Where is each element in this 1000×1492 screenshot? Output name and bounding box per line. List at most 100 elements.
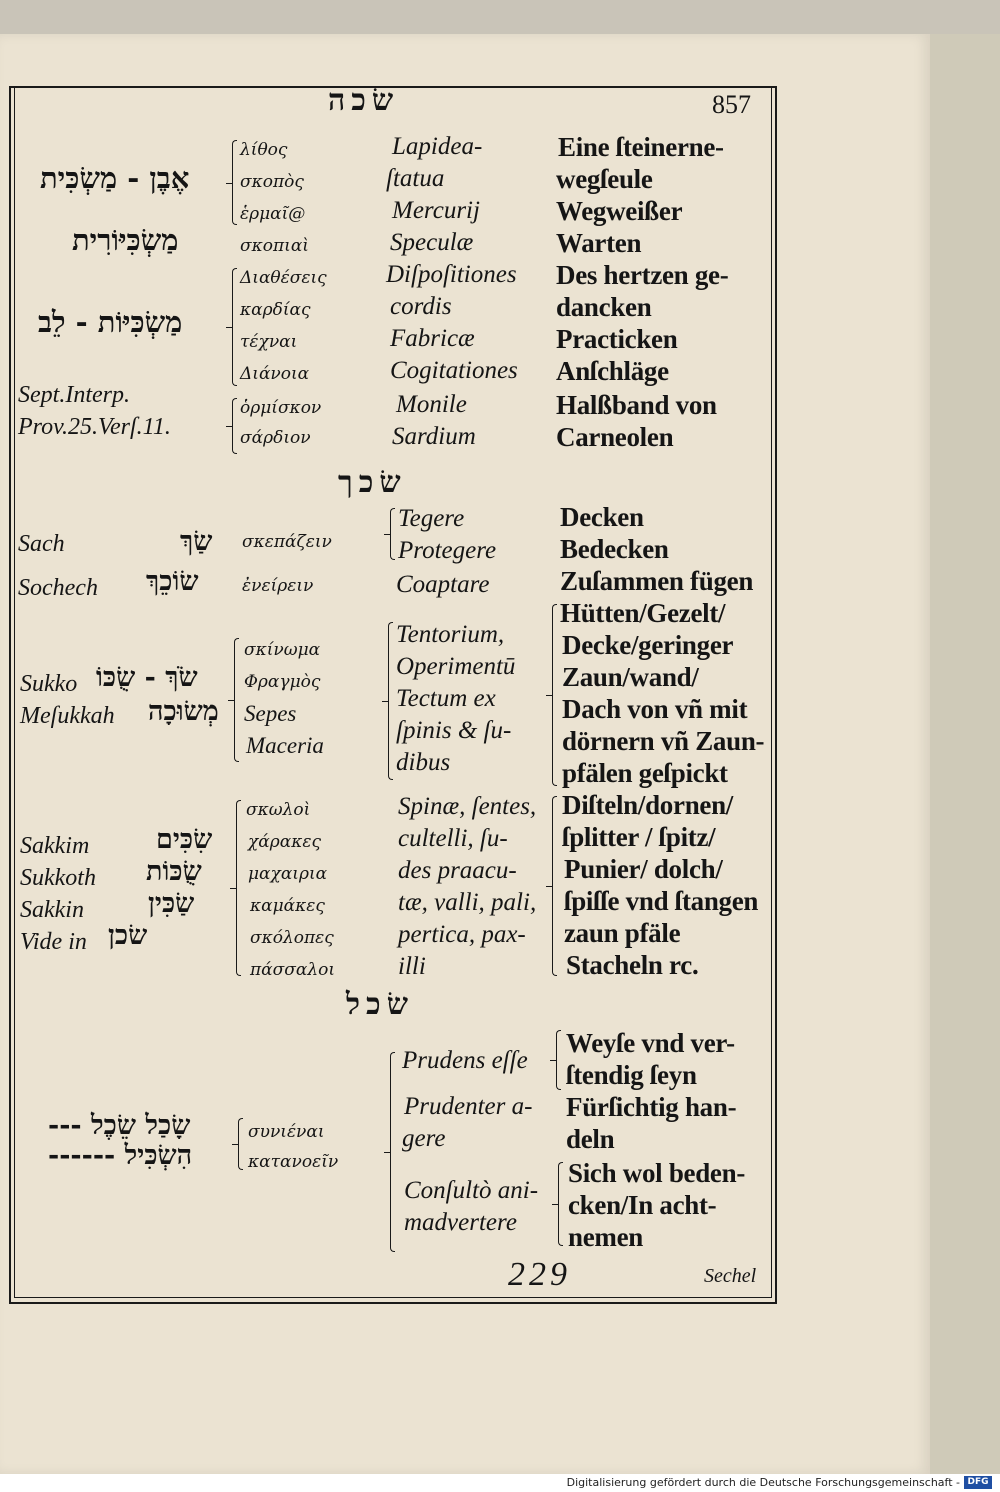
greek-term: κατανοεῖν xyxy=(248,1152,339,1172)
latin-term: Fabricæ xyxy=(390,325,475,352)
transliteration: Sakkim xyxy=(20,833,90,859)
latin-term: Tectum ex xyxy=(396,685,496,712)
latin-term: Operimentū xyxy=(396,653,516,680)
latin-term: Diſpoſitiones xyxy=(386,261,517,288)
brace xyxy=(546,604,557,786)
greek-term: Διαθέσεις xyxy=(240,268,327,288)
dfg-logo-icon: DFG xyxy=(964,1476,992,1489)
greek-term: σάρδιον xyxy=(240,428,311,448)
latin-term: Protegere xyxy=(398,537,497,564)
hebrew-headword: שַׂךְ xyxy=(180,526,213,557)
hebrew-headword: אֶבֶן - מַשְׂכִּית xyxy=(40,161,190,195)
german-term: pfälen geſpickt xyxy=(562,758,728,788)
latin-term: madvertere xyxy=(404,1209,517,1236)
hebrew-headword: שַׂכִּין xyxy=(148,888,195,919)
transliteration: Sukko xyxy=(20,671,78,697)
latin-term: cultelli, ſu- xyxy=(398,825,508,852)
brace xyxy=(226,398,237,454)
greek-term: ὁρμίσκον xyxy=(240,398,322,418)
german-term: Dach von vñ mit xyxy=(562,694,748,724)
german-term: Anſchläge xyxy=(556,356,669,386)
section-heading: שׂכך xyxy=(338,465,407,500)
brace xyxy=(546,796,557,976)
hebrew-headword: שִׂכִּים xyxy=(156,824,213,855)
cross-reference: Vide in xyxy=(20,929,87,955)
running-head: שׂכה xyxy=(328,83,400,118)
transliteration: Meſukkah xyxy=(20,703,115,729)
hebrew-headword: מַשְׂכִּיּוֹרִית xyxy=(72,223,179,257)
german-term: Bedecken xyxy=(560,534,669,564)
transliteration: Sochech xyxy=(18,575,98,601)
brace xyxy=(384,1052,395,1252)
hebrew-headword: שֹׂךְ - שֻׂכּוֹ xyxy=(96,662,198,693)
latin-term: Conſultò ani- xyxy=(404,1177,539,1204)
latin-term: tæ, valli, pali, xyxy=(398,889,537,916)
latin-term: ſtatua xyxy=(386,165,445,192)
greek-term: ἑρμαῖ@ xyxy=(240,204,306,224)
brace xyxy=(382,622,393,780)
latin-term: Sardium xyxy=(392,423,476,450)
hebrew-headword: שׂוֹכֵךְ xyxy=(146,566,199,597)
greek-term: συνιέναι xyxy=(248,1122,325,1142)
german-term: Warten xyxy=(556,228,642,258)
latin-term: Mercurij xyxy=(392,197,480,224)
latin-term: ſpinis & ſu- xyxy=(396,717,512,744)
latin-term: Spinæ, ſentes, xyxy=(398,793,537,820)
transliteration: Sakkin xyxy=(20,897,84,923)
latin-term: Tentorium, xyxy=(396,621,505,648)
german-term: Eine ſteinerne- xyxy=(558,132,724,162)
catchword: Sechel xyxy=(704,1265,757,1287)
german-term: Stacheln rc. xyxy=(566,950,699,980)
greek-term: σκεπάζειν xyxy=(242,532,332,552)
german-term: cken/In acht- xyxy=(568,1190,717,1220)
greek-term: Maceria xyxy=(246,733,324,758)
brace xyxy=(226,140,237,225)
latin-term: cordis xyxy=(390,293,452,320)
german-term: Decke/geringer xyxy=(562,630,734,660)
greek-term: σκωλοὶ xyxy=(246,800,311,820)
latin-term: Lapidea- xyxy=(392,133,483,160)
latin-term: gere xyxy=(402,1125,446,1152)
greek-term: μαχαιρια xyxy=(248,864,328,884)
german-term: Practicken xyxy=(556,324,678,354)
brace xyxy=(230,800,241,976)
hebrew-headword: שֻׂכּוֹת xyxy=(146,856,202,887)
transliteration: Sach xyxy=(18,531,65,557)
greek-term: λίθος xyxy=(240,140,288,160)
page-number: 857 xyxy=(712,90,751,119)
footer-credit: Digitalisierung gefördert durch die Deut… xyxy=(566,1476,960,1489)
german-term: dörnern vñ Zaun- xyxy=(562,726,765,756)
digitization-footer: Digitalisierung gefördert durch die Deut… xyxy=(0,1474,1000,1492)
german-term: Hütten/Gezelt/ xyxy=(560,598,726,628)
german-term: Fürſichtig han- xyxy=(566,1092,737,1122)
german-term: ſplitter / ſpitz/ xyxy=(562,822,716,852)
german-term: zaun pfäle xyxy=(564,918,681,948)
german-term: Weyſe vnd ver- xyxy=(566,1028,735,1058)
greek-term: Διάνοια xyxy=(240,364,310,384)
greek-term: τέχναι xyxy=(240,332,298,352)
latin-term: Prudenter a- xyxy=(404,1093,533,1120)
german-term: ſpiſſe vnd ſtangen xyxy=(564,886,759,916)
greek-term: Sepes xyxy=(244,701,297,726)
greek-term: σκίνωμα xyxy=(244,640,321,660)
signature-mark: 229 xyxy=(508,1256,571,1293)
latin-term: Speculæ xyxy=(390,229,474,256)
section-heading: שׂכל xyxy=(346,987,414,1022)
page-edge xyxy=(930,34,1000,1474)
german-term: Zuſammen fügen xyxy=(560,566,754,596)
brace xyxy=(226,268,237,386)
transliteration: Sukkoth xyxy=(20,865,96,891)
greek-term: σκοπιαὶ xyxy=(240,236,309,256)
greek-term: Φραγμὸς xyxy=(244,672,321,692)
latin-term: illi xyxy=(398,953,426,980)
german-term: Carneolen xyxy=(556,422,674,452)
german-term: Des hertzen ge- xyxy=(556,260,729,290)
latin-term: Tegere xyxy=(398,505,465,532)
german-term: deln xyxy=(566,1124,615,1154)
latin-term: dibus xyxy=(396,749,451,776)
brace xyxy=(228,638,239,762)
latin-term: des praacu- xyxy=(398,857,517,884)
german-term: nemen xyxy=(568,1222,643,1252)
greek-term: καρδίας xyxy=(240,300,311,320)
greek-term: καμάκες xyxy=(250,896,325,916)
